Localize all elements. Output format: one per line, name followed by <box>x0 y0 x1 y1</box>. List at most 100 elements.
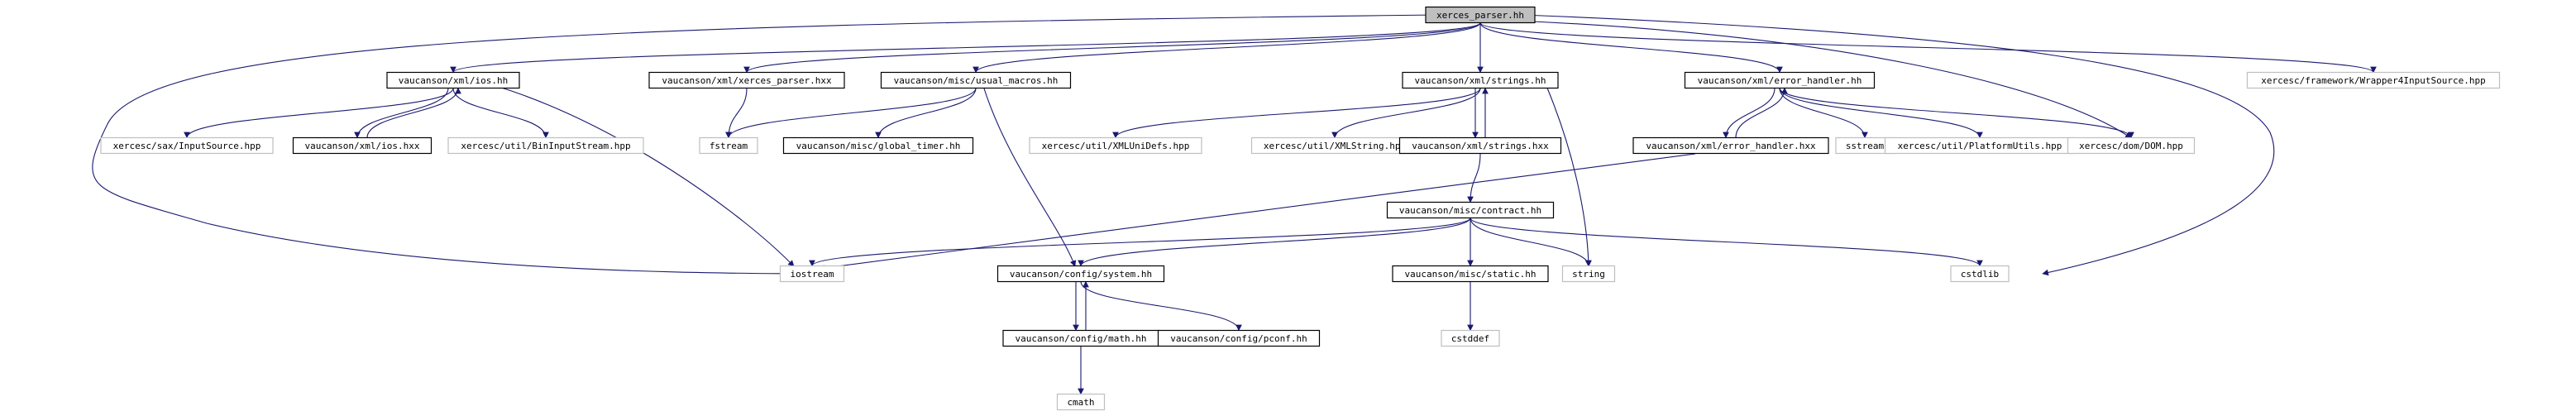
node-cstdlib: cstdlib <box>1950 265 2010 283</box>
node-box <box>1950 265 2010 283</box>
node-box <box>699 136 758 155</box>
node-system-hh[interactable]: vaucanson/config/system.hh <box>996 265 1165 283</box>
edge-ios_hh-to-bininputstream <box>452 88 549 139</box>
node-box <box>1386 201 1555 219</box>
node-box <box>1684 71 1876 89</box>
edge-usual_macros_hh-to-fstream <box>725 88 977 139</box>
edge-xerces_parser_hh-to-usual_macros_hh <box>973 22 1481 74</box>
node-label: xercesc/dom/DOM.hpp <box>2079 141 2183 151</box>
node-label: vaucanson/xml/strings.hxx <box>1412 141 1549 151</box>
node-ios-hxx[interactable]: vaucanson/xml/ios.hxx <box>292 136 433 155</box>
node-box <box>996 265 1165 283</box>
node-label: vaucanson/misc/static.hh <box>1405 269 1537 280</box>
node-cmath: cmath <box>1056 393 1106 411</box>
node-strings-hxx[interactable]: vaucanson/xml/strings.hxx <box>1398 136 1562 155</box>
edge-xerces_parser_hh-to-ios_hh <box>450 22 1481 74</box>
node-sstream: sstream <box>1835 136 1895 155</box>
node-usual-macros-hh[interactable]: vaucanson/misc/usual_macros.hh <box>880 71 1072 89</box>
node-box <box>782 136 974 155</box>
edge-system_hh-to-pconf_hh <box>1080 281 1242 332</box>
node-global-timer-hh[interactable]: vaucanson/misc/global_timer.hh <box>782 136 974 155</box>
node-box <box>1056 393 1106 411</box>
node-box <box>100 136 274 155</box>
node-fstream: fstream <box>699 136 758 155</box>
edge-strings_hxx-to-contract_hh <box>1467 153 1481 203</box>
edge-error_handler_hh-to-error_handler_hxx <box>1723 88 1775 139</box>
node-pconf-hh[interactable]: vaucanson/config/pconf.hh <box>1157 329 1321 347</box>
edge-ios_hh-to-ios_hxx <box>354 88 449 139</box>
node-box <box>292 136 433 155</box>
edge-ios_hh-to-iostream <box>495 85 795 267</box>
node-box <box>1402 71 1559 89</box>
node-label: xercesc/util/PlatformUtils.hpp <box>1898 141 2062 151</box>
edge-xerces_parser_hh-to-error_handler_hh <box>1479 22 1783 74</box>
edge-xerces_parser_hxx-to-fstream <box>725 88 748 139</box>
node-label: xercesc/framework/Wrapper4InputSource.hp… <box>2261 75 2486 86</box>
node-label: vaucanson/xml/error_handler.hh <box>1698 75 1862 86</box>
edge-xerces_parser_hh-to-wrapper4 <box>1479 22 2377 74</box>
edge-contract_hh-to-string <box>1470 218 1592 267</box>
edge-error_handler_hh-to-dom <box>1779 88 2134 139</box>
node-label: vaucanson/xml/ios.hxx <box>304 141 419 151</box>
edge-ios_hxx-to-ios_hh <box>366 87 461 138</box>
node-box <box>1425 6 1536 24</box>
edge-usual_macros_hh-to-global_timer_hh <box>875 88 977 139</box>
node-box <box>447 136 644 155</box>
node-xmlstring: xercesc/util/XMLString.hpp <box>1250 136 1419 155</box>
node-xerces-parser-hh[interactable]: xerces_parser.hh <box>1425 6 1536 24</box>
edge-contract_hh-to-iostream <box>809 218 1471 267</box>
node-label: xercesc/sax/InputSource.hpp <box>113 141 261 151</box>
node-box <box>880 71 1072 89</box>
node-box <box>648 71 845 89</box>
node-label: cstddef <box>1451 333 1489 344</box>
node-error-handler-hh[interactable]: vaucanson/xml/error_handler.hh <box>1684 71 1876 89</box>
edge-error_handler_hxx-to-error_handler_hh <box>1735 87 1788 138</box>
node-box <box>1441 329 1500 347</box>
edge-xerces_parser_hh-to-iostream <box>92 14 1440 277</box>
node-static-hh[interactable]: vaucanson/misc/static.hh <box>1392 265 1549 283</box>
edge-xerces_parser_hh-to-cstdlib <box>1521 14 2275 276</box>
edge-strings_hh-to-string <box>1546 85 1592 267</box>
node-iostream: iostream <box>779 265 845 283</box>
edge-contract_hh-to-cstdlib <box>1470 218 1983 267</box>
node-label: vaucanson/config/math.hh <box>1016 333 1147 344</box>
node-label: string <box>1572 269 1605 280</box>
node-label: cmath <box>1067 397 1094 408</box>
node-ios-hh[interactable]: vaucanson/xml/ios.hh <box>386 71 520 89</box>
node-label: vaucanson/misc/usual_macros.hh <box>894 75 1059 86</box>
node-label: fstream <box>710 141 748 151</box>
node-xmlunidefs: xercesc/util/XMLUniDefs.hpp <box>1029 136 1202 155</box>
edge-strings_hh-to-xmlstring <box>1331 88 1481 139</box>
node-label: vaucanson/misc/contract.hh <box>1399 205 1541 216</box>
node-label: vaucanson/config/pconf.hh <box>1170 333 1307 344</box>
node-label: vaucanson/config/system.hh <box>1010 269 1152 280</box>
node-label: sstream <box>1846 141 1885 151</box>
edge-ios_hh-to-inputsource <box>184 88 454 139</box>
edge-contract_hh-to-system_hh <box>1078 218 1471 267</box>
node-cstddef: cstddef <box>1441 329 1500 347</box>
node-box <box>1561 265 1616 283</box>
edge-xerces_parser_hh-to-dom <box>1513 20 2132 139</box>
node-label: vaucanson/xml/xerces_parser.hxx <box>662 75 832 86</box>
node-label: xerces_parser.hh <box>1436 10 1524 21</box>
edge-strings_hh-to-xmlunidefs <box>1112 88 1481 139</box>
edge-error_handler_hxx-to-iostream <box>818 153 1696 272</box>
node-box <box>1157 329 1321 347</box>
node-label: vaucanson/xml/strings.hh <box>1415 75 1546 86</box>
node-xerces-parser-hxx[interactable]: vaucanson/xml/xerces_parser.hxx <box>648 71 845 89</box>
edge-usual_macros_hh-to-system_hh <box>983 88 1077 267</box>
node-error-handler-hxx[interactable]: vaucanson/xml/error_handler.hxx <box>1632 136 1829 155</box>
edges <box>92 14 2377 395</box>
node-platformutils: xercesc/util/PlatformUtils.hpp <box>1884 136 2076 155</box>
node-label: vaucanson/xml/error_handler.hxx <box>1646 141 1816 151</box>
nodes: xerces_parser.hh vaucanson/xml/ios.hh vauc… <box>100 6 2501 411</box>
node-math-hh[interactable]: vaucanson/config/math.hh <box>1002 329 1159 347</box>
edge-xerces_parser_hh-to-xerces_parser_hxx <box>743 22 1481 74</box>
node-box <box>386 71 520 89</box>
node-dom: xercesc/dom/DOM.hpp <box>2067 136 2196 155</box>
node-contract-hh[interactable]: vaucanson/misc/contract.hh <box>1386 201 1555 219</box>
node-box <box>1029 136 1202 155</box>
node-strings-hh[interactable]: vaucanson/xml/strings.hh <box>1402 71 1559 89</box>
node-bininputstream: xercesc/util/BinInputStream.hpp <box>447 136 644 155</box>
